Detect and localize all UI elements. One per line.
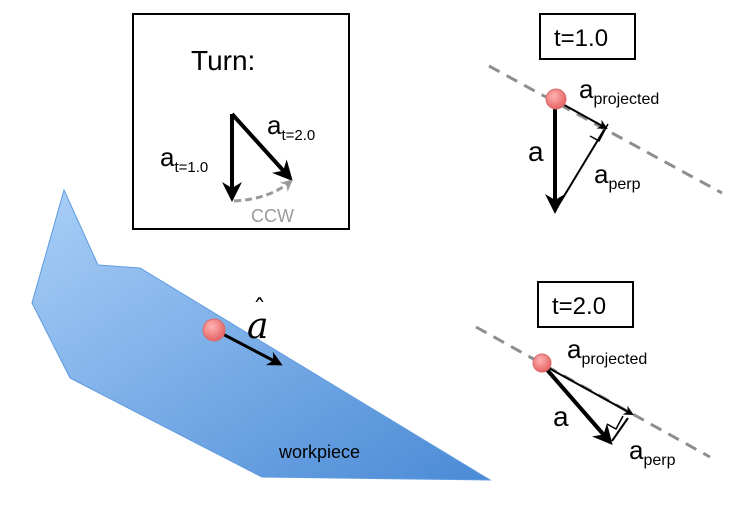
panel-t2-vector-a — [540, 362, 613, 446]
workpiece-shape — [31, 188, 492, 481]
turn-title: Turn: — [191, 45, 255, 76]
panel-t2-label-a: a — [553, 401, 569, 432]
vector-t2-arrow — [230, 112, 293, 181]
panel-t1-label: t=1.0 — [554, 25, 608, 52]
panel-t1-guide-line — [488, 64, 723, 195]
panel-t1-label-a: a — [528, 136, 544, 167]
panel-t2-point — [532, 353, 552, 373]
panel-t2-label: t=2.0 — [552, 293, 606, 320]
ccw-label: CCW — [251, 206, 294, 226]
panel-t2-label-projected: aprojected — [567, 334, 647, 368]
panel-t2-vector-projected — [544, 365, 634, 415]
panel-t1-vector-perp — [554, 129, 605, 212]
panel-t2-guide-line — [475, 325, 711, 459]
workpiece: workpiece a ˆ — [31, 188, 492, 481]
panel-t1-right-angle — [589, 123, 609, 143]
panel-t1-point — [545, 88, 567, 110]
panel-t2-vector-perp — [611, 417, 629, 442]
panel-t2-label-perp: aperp — [629, 435, 676, 469]
panel-t1-vector-projected — [556, 100, 608, 129]
panel-t1: t=1.0 a aprojected aperp — [488, 13, 723, 214]
a-hat-accent: ˆ — [253, 295, 266, 325]
panel-t2-label-box — [537, 281, 634, 328]
turn-box: Turn: at=1.0 at=2.0 CCW — [132, 13, 350, 230]
ccw-rotation-arrow — [233, 179, 293, 203]
label-a-t2: at=2.0 — [267, 110, 315, 144]
panel-t2: t=2.0 a aprojected aperp — [475, 281, 711, 469]
a-hat-label: a — [247, 306, 268, 347]
panel-t1-label-perp: aperp — [594, 159, 641, 193]
label-a-t1: at=1.0 — [160, 142, 208, 176]
panel-t1-label-box — [539, 13, 636, 60]
workpiece-label: workpiece — [278, 442, 360, 462]
panel-t1-label-projected: aprojected — [579, 74, 659, 108]
direction-arrow — [216, 329, 283, 366]
contact-point — [202, 318, 226, 342]
